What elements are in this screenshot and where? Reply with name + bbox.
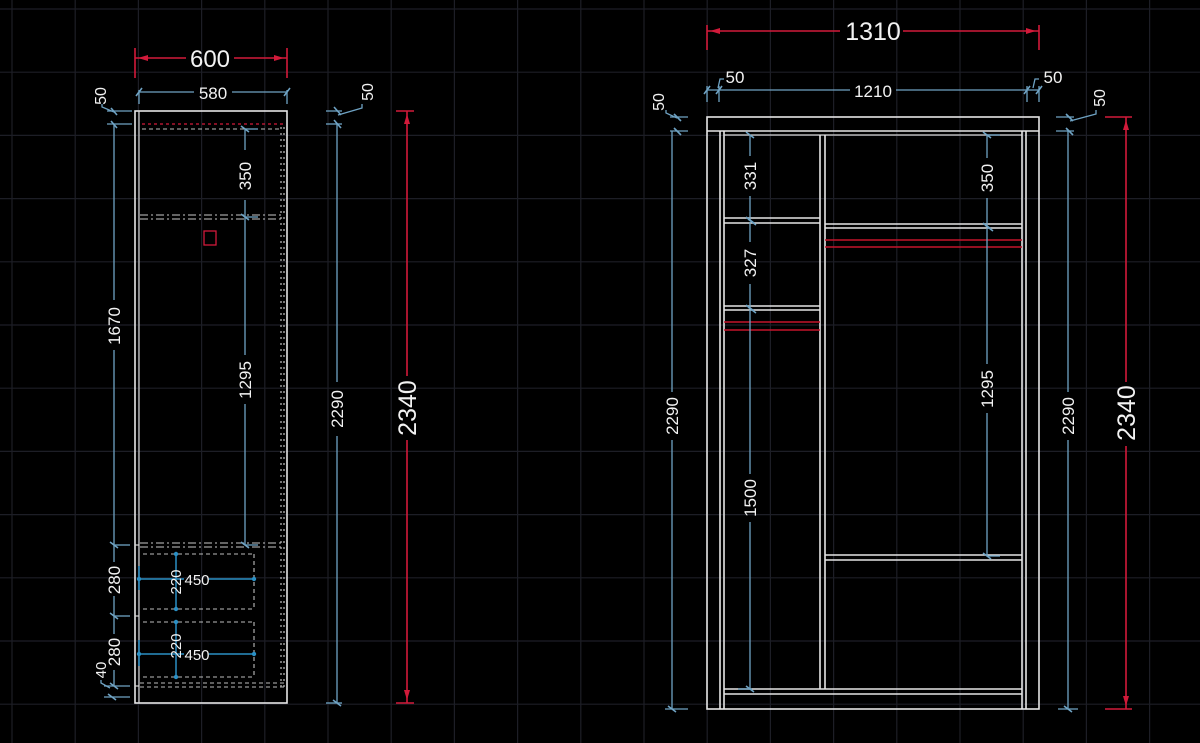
- label-1670: 1670: [105, 307, 124, 345]
- label-331: 331: [741, 162, 760, 190]
- dim-overall-2340-left: 2340: [394, 110, 422, 704]
- dim-inner-width-1210: 50 1210 50: [703, 68, 1063, 102]
- dim-overall-2340-right: 2340: [1105, 116, 1141, 710]
- dim-base-40: 40: [93, 662, 111, 689]
- left-elevation-view[interactable]: 600 580: [93, 46, 422, 707]
- label-580: 580: [199, 84, 227, 103]
- dim-upper-350: 350: [236, 125, 258, 217]
- dim-left-shelf-331: 331: [741, 131, 760, 226]
- dim-drawer2: 220 450: [136, 619, 257, 680]
- label-2290-rv-right: 2290: [1059, 397, 1078, 435]
- label-280-1: 280: [105, 566, 124, 594]
- label-50-rv-left: 50: [651, 93, 668, 111]
- dim-inner-width-580: 580: [135, 84, 291, 104]
- label-220-1: 220: [168, 569, 185, 594]
- label-40: 40: [93, 662, 110, 679]
- label-350-left: 350: [236, 162, 255, 190]
- label-1500: 1500: [741, 479, 760, 517]
- label-1210: 1210: [854, 82, 892, 101]
- label-50-left-side: 50: [726, 68, 745, 87]
- label-350-right: 350: [978, 164, 997, 192]
- dim-1670: 1670: [105, 124, 130, 549]
- label-1295-right: 1295: [978, 370, 997, 408]
- dim-overall-width-1310: 1310: [706, 18, 1040, 50]
- label-327: 327: [741, 249, 760, 277]
- dim-body-2290-left: 2290: [326, 124, 347, 707]
- dim-left-shelf-327: 327: [741, 222, 760, 314]
- dim-right-view-body-2290-right: 2290: [1058, 131, 1078, 713]
- dim-top-offset-50-right: 50: [326, 83, 377, 129]
- label-220-2: 220: [168, 633, 185, 658]
- label-1295-left: 1295: [236, 361, 255, 399]
- dim-right-view-right-offset-50: 50: [1056, 89, 1109, 136]
- label-50-right-top: 50: [360, 83, 377, 101]
- label-1310: 1310: [845, 18, 901, 46]
- label-450-1: 450: [184, 572, 209, 589]
- label-600: 600: [190, 46, 230, 73]
- dim-right-upper-350: 350: [978, 131, 1000, 232]
- right-elevation-view[interactable]: 1310 50 1210 50: [651, 18, 1141, 713]
- label-2290-left: 2290: [328, 390, 347, 428]
- label-50-rv-right: 50: [1092, 89, 1109, 107]
- dim-right-view-body-2290-left: 2290: [663, 131, 688, 713]
- dim-drawer-zone-280-2: 280: [104, 616, 130, 701]
- dim-drawer-zone-280-1: 280: [105, 545, 130, 620]
- left-cabinet-outline[interactable]: [134, 110, 288, 704]
- dim-drawer1: 220 450: [136, 551, 257, 612]
- label-2340-right: 2340: [1113, 385, 1141, 441]
- label-50-left-top: 50: [93, 87, 110, 105]
- dim-top-offset-50-left: 50: [93, 87, 132, 129]
- label-450-2: 450: [184, 647, 209, 664]
- right-cabinet-outline[interactable]: [706, 116, 1040, 710]
- label-280-2: 280: [105, 638, 124, 666]
- label-2290-rv-left: 2290: [663, 397, 682, 435]
- dim-overall-width-600: 600: [134, 46, 288, 78]
- dim-right-hanging-1295: 1295: [978, 228, 1000, 560]
- label-50-right-side: 50: [1044, 68, 1063, 87]
- dim-left-hanging-1500: 1500: [738, 310, 760, 693]
- red-marker-square: [203, 230, 217, 246]
- label-2340-left: 2340: [394, 380, 422, 436]
- dim-hanging-1295-left: 1295: [236, 213, 258, 549]
- dim-right-view-left-offset-50: 50: [651, 93, 688, 136]
